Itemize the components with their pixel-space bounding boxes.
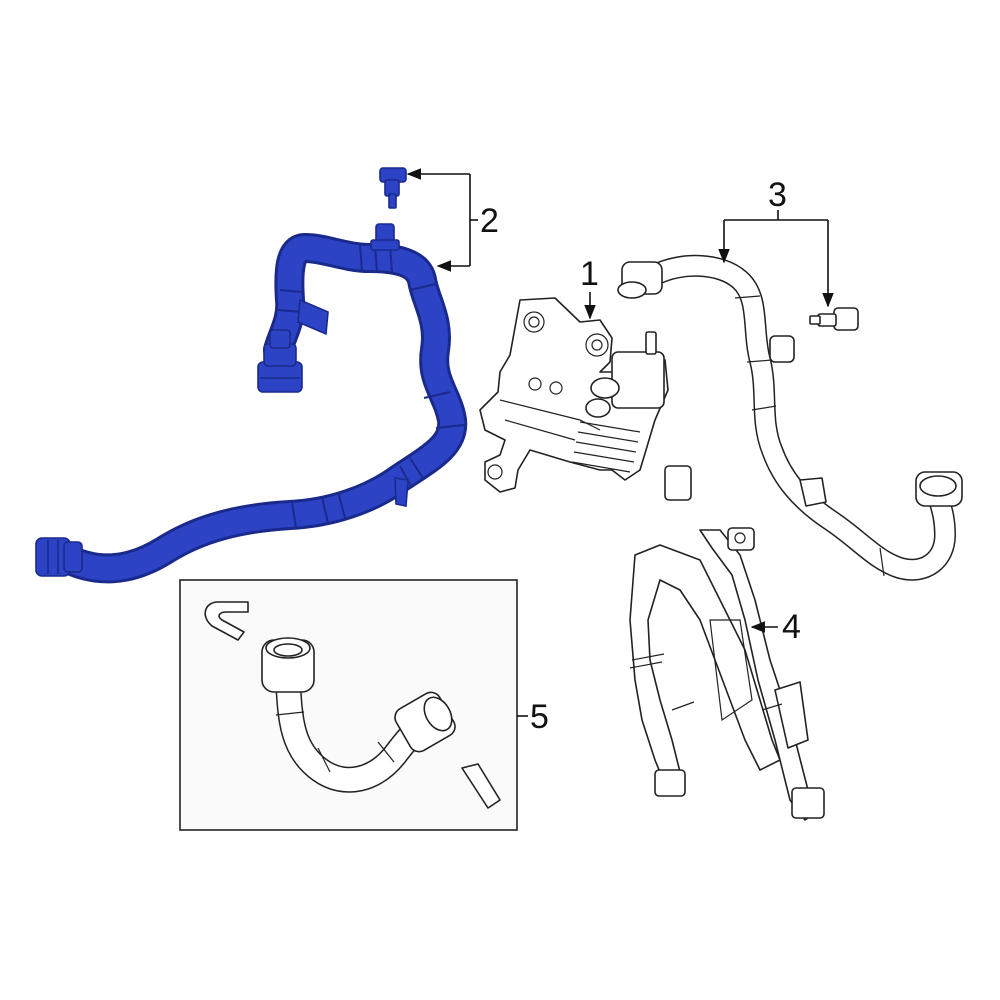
highlighted-coolant-hose[interactable] [35,167,468,584]
callout-2: 2 [406,168,499,272]
hose-retaining-clip [394,477,409,507]
right-coolant-hose[interactable] [617,254,963,581]
callout-label-4: 4 [782,608,801,646]
retaining-u-clip [204,601,249,641]
callout-5: 5 [517,698,549,736]
oil-cooler-assembly[interactable] [479,297,669,493]
callout-label-1: 1 [580,255,599,293]
callout-label-2: 2 [480,202,499,240]
right-hose-body [644,254,956,581]
hose-left-connector [35,537,83,577]
retaining-spring-clip [461,763,501,809]
callout-label-5: 5 [530,698,549,736]
right-bleeder-fitting[interactable] [809,307,859,331]
bleeder-valve[interactable] [379,167,407,209]
coolant-tube-assembly[interactable] [629,465,825,821]
hose-tee-fitting [370,223,400,251]
cooler-fins [571,421,641,473]
callout-4: 4 [750,608,801,646]
callout-3: 3 [718,176,834,308]
hose-body [48,236,465,581]
cooler-bracket [479,297,669,493]
callout-1: 1 [580,255,599,320]
callout-label-3: 3 [768,176,787,214]
inset-box-part-5[interactable] [179,579,518,831]
hose-upper-connector [257,298,329,393]
